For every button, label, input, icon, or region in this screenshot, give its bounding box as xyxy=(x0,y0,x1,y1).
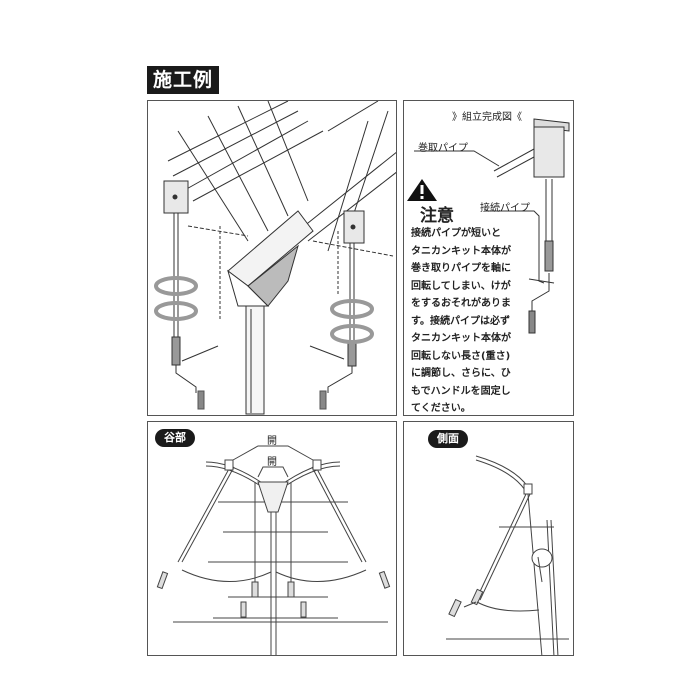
winding-pipe-label: 巻取パイプ xyxy=(418,143,468,154)
caution-line: 回転してしまい、けが xyxy=(411,280,511,292)
caution-line: 接続パイプが短いと xyxy=(411,228,501,239)
caution-text: 接続パイプが短いと タニカンキット本体が 巻き取りパイプを軸に 回転してしまい、… xyxy=(411,225,526,415)
caution-line: もでハンドルを固定し xyxy=(411,385,511,397)
warning-triangle-icon xyxy=(407,179,437,201)
caution-line: タニカンキット本体が xyxy=(411,245,511,257)
caution-title: 注意 xyxy=(420,206,454,226)
open-label-outer: 開 xyxy=(267,436,277,447)
caution-line: 巻き取りパイプを軸に xyxy=(411,263,511,274)
open-label-inner: 開 xyxy=(267,457,277,468)
main-illustration-panel xyxy=(147,100,397,416)
side-view-illustration xyxy=(446,455,569,655)
side-view-badge: 側面 xyxy=(428,430,468,448)
assembly-panel: 》組立完成図《 巻取パイプ 接続パイプ 注意 xyxy=(403,100,574,416)
caution-line: に調節し、さらに、ひ xyxy=(411,368,511,379)
assembly-heading: 》組立完成図《 xyxy=(452,112,522,123)
valley-panel: 谷部 xyxy=(147,421,397,656)
valley-illustration xyxy=(156,445,391,655)
caution-line: す。接続パイプは必ず xyxy=(411,315,510,327)
caution-line: 回転しない長さ(重さ) xyxy=(411,350,511,362)
valley-gutter-illustration xyxy=(154,101,396,415)
valley-badge: 谷部 xyxy=(155,429,195,447)
side-view-panel: 側面 xyxy=(403,421,574,656)
page-title: 施工例 xyxy=(147,66,220,94)
caution-line: タニカンキット本体が xyxy=(411,333,511,344)
assembly-illustration xyxy=(407,118,570,334)
connecting-pipe-label: 接続パイプ xyxy=(480,203,530,214)
caution-line: てください。 xyxy=(411,403,471,414)
caution-line: をするおそれがありま xyxy=(411,298,511,309)
